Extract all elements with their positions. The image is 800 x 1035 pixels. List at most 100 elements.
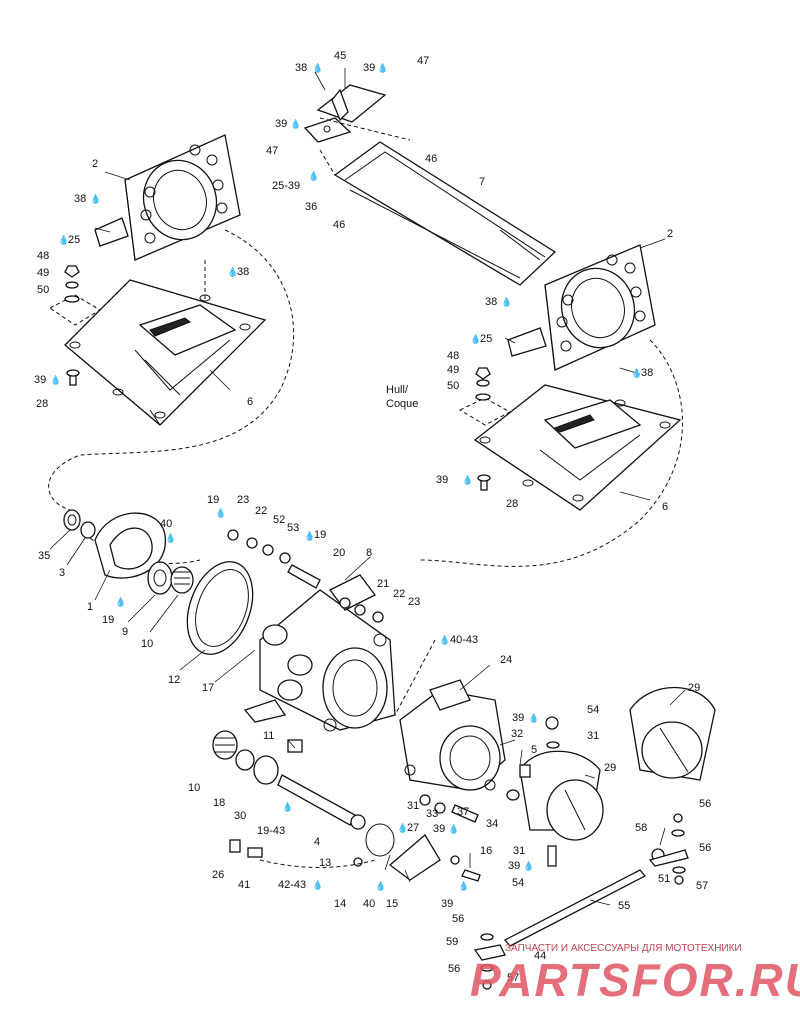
callout-38: 38 — [295, 62, 308, 74]
callout-4: 4 — [314, 836, 321, 848]
callout-8: 8 — [366, 547, 373, 559]
callout-20: 20 — [333, 547, 346, 559]
callout-48: 48 — [37, 250, 50, 262]
callout-22: 22 — [393, 588, 406, 600]
callout-22: 22 — [255, 505, 268, 517]
callout-52: 52 — [273, 514, 286, 526]
callout-18: 18 — [213, 797, 226, 809]
callout-3: 3 — [59, 567, 66, 579]
callout-47: 47 — [266, 145, 279, 157]
callout-38: 38 — [74, 193, 87, 205]
lubricant-drop-icon: 💧 — [215, 508, 227, 518]
callout-47: 47 — [417, 55, 430, 67]
callout-29: 29 — [604, 762, 617, 774]
callout-28: 28 — [506, 498, 519, 510]
callout-53: 53 — [287, 522, 300, 534]
intake-plate-left-2 — [94, 134, 241, 261]
watermark-tagline: ЗАПЧАСТИ И АКСЕССУАРЫ ДЛЯ МОТОТЕХНИКИ — [505, 943, 742, 954]
callout-19-43: 19-43 — [257, 825, 286, 837]
hull-label: Hull/ — [386, 384, 409, 396]
callout-59: 59 — [446, 936, 459, 948]
callout-1: 1 — [87, 601, 94, 613]
callout-31: 31 — [407, 800, 420, 812]
lubricant-drop-icon: 💧 — [377, 63, 389, 73]
lubricant-drop-icon: 💧 — [462, 475, 474, 485]
callout-2: 2 — [92, 158, 99, 170]
callout-42-43: 42-43 — [278, 879, 307, 891]
nozzle-29-right — [629, 687, 716, 781]
callout-19: 19 — [207, 494, 220, 506]
callout-38: 38 — [237, 266, 250, 278]
callout-45: 45 — [334, 50, 347, 62]
callout-40: 40 — [363, 898, 376, 910]
callout-39: 39 — [363, 62, 376, 74]
watermark-brand: PARTSFOR.RU — [470, 954, 800, 1006]
callout-6: 6 — [662, 501, 669, 513]
lubricant-drop-icon: 💧 — [304, 531, 316, 541]
callout-10: 10 — [141, 638, 154, 650]
leader-lines — [49, 68, 686, 906]
callout-24: 24 — [500, 654, 513, 666]
callout-30: 30 — [234, 810, 247, 822]
lubricant-drop-icon: 💧 — [290, 119, 302, 129]
lubricant-drop-icon: 💧 — [50, 375, 62, 385]
callout-51: 51 — [658, 873, 671, 885]
callout-39: 39 — [436, 474, 449, 486]
callout-56: 56 — [452, 913, 465, 925]
callout-46: 46 — [333, 219, 346, 231]
callout-39: 39 — [433, 823, 446, 835]
callout-19: 19 — [314, 529, 327, 541]
lubricant-drop-icon: 💧 — [282, 802, 294, 812]
callout-39: 39 — [275, 118, 288, 130]
callout-40-43: 40-43 — [450, 634, 479, 646]
callout-40: 40 — [160, 518, 173, 530]
fasteners-right — [475, 367, 491, 491]
trim-rail-7 — [333, 141, 557, 286]
venturi-24 — [399, 679, 506, 791]
callout-33: 33 — [426, 808, 439, 820]
callout-31: 31 — [513, 845, 526, 857]
callout-25-39: 25-39 — [272, 180, 301, 192]
callout-38: 38 — [641, 367, 654, 379]
callout-39: 39 — [34, 374, 47, 386]
lubricant-drop-icon: 💧 — [501, 297, 513, 307]
callout-15: 15 — [386, 898, 399, 910]
callout-25: 25 — [480, 333, 493, 345]
impeller-group — [63, 509, 254, 655]
callout-21: 21 — [377, 578, 390, 590]
lubricant-drop-icon: 💧 — [115, 597, 127, 607]
callout-11: 11 — [263, 730, 275, 742]
callout-32: 32 — [511, 728, 524, 740]
lubricant-drop-icon: 💧 — [528, 713, 540, 723]
bracket-45 — [303, 84, 387, 143]
fasteners-left — [64, 265, 80, 386]
intake-grille-right-6 — [473, 384, 682, 511]
callout-58: 58 — [635, 822, 648, 834]
drive-shaft-group — [212, 730, 557, 882]
callout-23: 23 — [408, 596, 421, 608]
callout-56: 56 — [448, 963, 461, 975]
callout-9: 9 — [122, 626, 129, 638]
callout-10: 10 — [188, 782, 201, 794]
callout-16: 16 — [480, 845, 493, 857]
callout-56: 56 — [699, 842, 712, 854]
lubricant-drop-icon: 💧 — [90, 194, 102, 204]
callout-36: 36 — [305, 201, 318, 213]
callout-31: 31 — [587, 730, 600, 742]
callout-57: 57 — [696, 880, 709, 892]
callout-48: 48 — [447, 350, 460, 362]
callout-56: 56 — [699, 798, 712, 810]
callout-54: 54 — [512, 877, 525, 889]
callout-41: 41 — [238, 879, 251, 891]
callout-26: 26 — [212, 869, 225, 881]
lubricant-drop-icon: 💧 — [448, 824, 460, 834]
callout-28: 28 — [36, 398, 49, 410]
callout-54: 54 — [587, 704, 600, 716]
lubricant-drop-icon: 💧 — [458, 881, 470, 891]
lubricant-drop-icon: 💧 — [375, 881, 387, 891]
lubricant-drop-icon: 💧 — [523, 861, 535, 871]
callout-34: 34 — [486, 818, 499, 830]
callout-49: 49 — [37, 267, 50, 279]
callout-46: 46 — [425, 153, 438, 165]
